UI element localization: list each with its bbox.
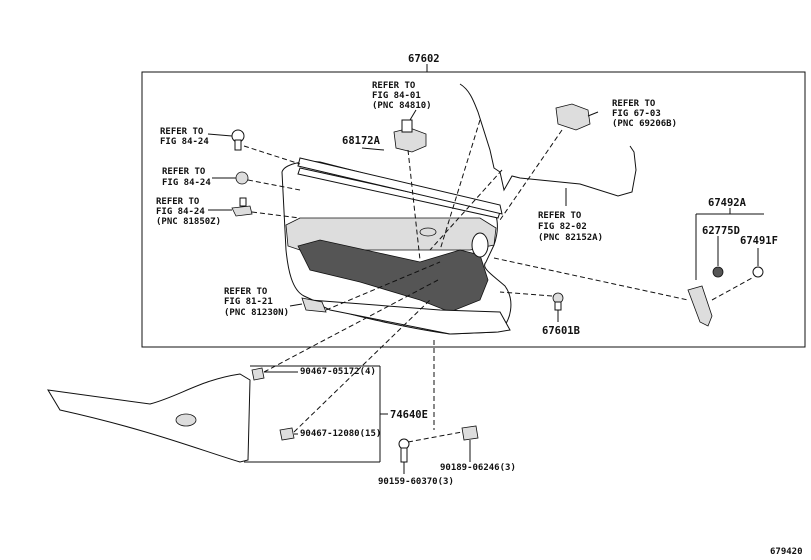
assembly-frame: [141, 71, 806, 348]
label-68172a: 68172A: [342, 135, 381, 147]
ref-fig8424a-line1: REFER TO: [160, 127, 204, 137]
switch-81230n: [301, 297, 327, 313]
ref-fig8121-line1: REFER TO: [224, 287, 268, 297]
ref-fig6703-line3: (PNC 69206B): [612, 119, 677, 129]
label-90159-60370: 90159-60370(3): [378, 477, 454, 487]
ref-fig8202-line1: REFER TO: [538, 211, 582, 221]
ref-fig8401-line1: REFER TO: [372, 81, 416, 91]
clip-fig8424-a: [231, 129, 245, 151]
cable-82152a: [459, 83, 637, 197]
clip-84810: [393, 119, 427, 153]
label-90467-05172: 90467-05172(4): [300, 367, 376, 377]
label-90467-12080: 90467-12080(15): [300, 429, 381, 439]
clip-62775d: [712, 266, 724, 278]
ref-fig8202-line2: FIG 82-02: [538, 222, 587, 232]
ref-fig8121-line3: (PNC 81230N): [224, 308, 289, 318]
label-62775d: 62775D: [702, 225, 740, 237]
label-67491f: 67491F: [740, 235, 778, 247]
label-67601b: 67601B: [542, 325, 580, 337]
ref-fig8424a-line2: FIG 84-24: [160, 137, 209, 147]
clip-67491f: [752, 266, 764, 278]
label-74640e: 74640E: [390, 409, 428, 421]
ref-fig8424c-line2: FIG 84-24: [156, 207, 205, 217]
handle-69206b: [555, 103, 591, 131]
figure-number: 679420: [770, 547, 803, 557]
clip-fig8424-b: [235, 171, 249, 185]
ref-fig8424b-line2: FIG 84-24: [162, 178, 211, 188]
ref-fig8202-line3: (PNC 82152A): [538, 233, 603, 243]
label-67492a: 67492A: [708, 197, 747, 209]
garnish-74640e: [47, 373, 251, 463]
trim-piece-67492a: [687, 285, 713, 327]
ref-fig8424c-line1: REFER TO: [156, 197, 200, 207]
label-90189-06246: 90189-06246(3): [440, 463, 516, 473]
ref-fig8424b-line1: REFER TO: [162, 167, 206, 177]
ref-fig6703-line2: FIG 67-03: [612, 109, 661, 119]
ref-fig8401-line2: FIG 84-01: [372, 91, 421, 101]
bracket-81850z: [231, 197, 253, 217]
clip-90189: [461, 425, 479, 441]
ref-fig8424c-line3: (PNC 81850Z): [156, 217, 221, 227]
ref-fig6703-line1: REFER TO: [612, 99, 656, 109]
clip-67601b: [552, 292, 564, 311]
ref-fig8401-line3: (PNC 84810): [372, 101, 432, 111]
label-67602: 67602: [408, 53, 440, 65]
screw-90159: [398, 438, 410, 463]
ref-fig8121-line2: FIG 81-21: [224, 297, 273, 307]
